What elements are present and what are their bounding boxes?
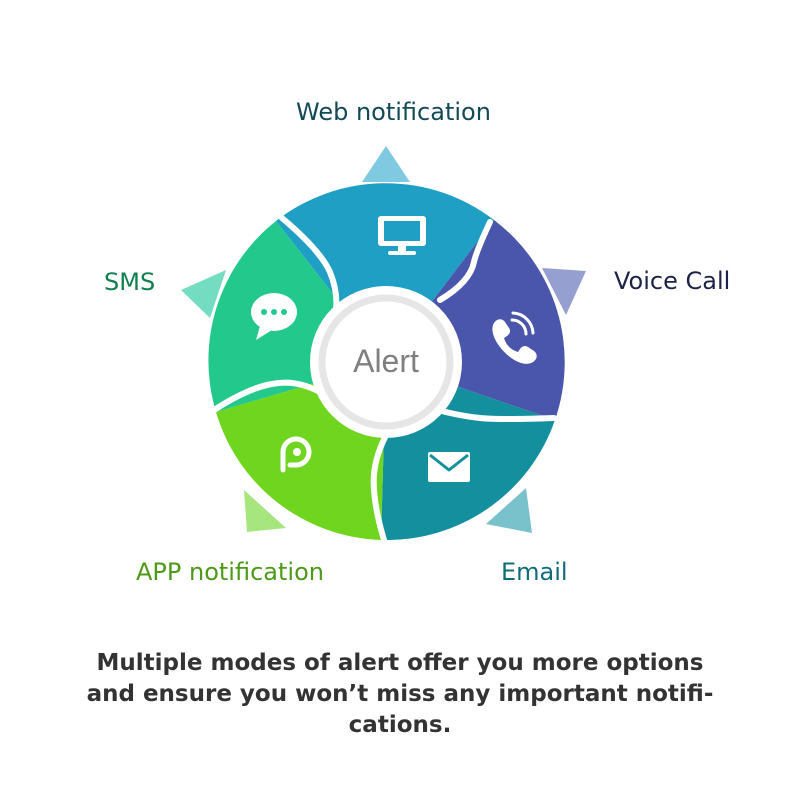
- pointer-voice: [542, 268, 586, 315]
- label-web-notification: Web notification: [296, 98, 491, 126]
- pointer-sms: [181, 270, 226, 318]
- center-label: Alert: [353, 343, 419, 379]
- chat-icon: [251, 293, 297, 340]
- envelope-icon: [428, 452, 470, 482]
- pointer-web: [362, 146, 410, 182]
- label-voice-call: Voice Call: [614, 267, 731, 295]
- pointer-email: [486, 488, 532, 533]
- segment-web: [276, 183, 494, 362]
- center-ring: [318, 294, 454, 430]
- monitor-icon: [378, 216, 426, 255]
- label-sms: SMS: [104, 268, 156, 296]
- caption-line-1: Multiple modes of alert offer you more o…: [96, 650, 704, 676]
- label-email: Email: [501, 558, 568, 586]
- app-icon: [280, 436, 312, 473]
- label-app-notification: APP notification: [136, 558, 324, 586]
- pointer-app: [244, 490, 286, 532]
- caption-text: Multiple modes of alert offer you more o…: [40, 648, 760, 741]
- phone-icon: [492, 311, 537, 364]
- caption-line-2: and ensure you won’t miss any important …: [86, 681, 714, 708]
- caption-line-3: cations.: [348, 712, 452, 739]
- segment-dividers: [211, 215, 557, 543]
